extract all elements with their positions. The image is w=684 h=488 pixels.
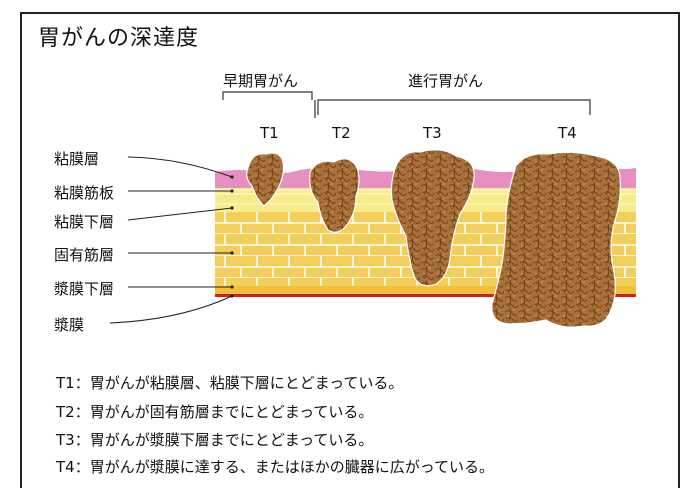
- layer-label-serosa: 漿膜: [54, 316, 85, 334]
- early-cancer-label: 早期胃がん: [223, 72, 299, 90]
- stage-label-t2: T2: [332, 124, 351, 142]
- legend-t1: T1：胃がんが粘膜層、粘膜下層にとどまっている。: [56, 374, 404, 392]
- tumor-t4: [491, 151, 621, 328]
- serosa-layer: [215, 294, 636, 297]
- leader-lines: [109, 156, 234, 324]
- tumor-t2: [309, 158, 360, 233]
- leader-submucosa: [127, 207, 233, 221]
- stage-label-t1: T1: [260, 124, 279, 142]
- advanced-cancer-bracket: [317, 99, 591, 115]
- stage-label-t4: T4: [558, 124, 577, 142]
- leader-mucosa: [127, 156, 233, 178]
- leader-serosa: [109, 295, 233, 324]
- early-cancer-bracket: [222, 91, 313, 100]
- tumor-t1: [246, 152, 285, 207]
- layer-label-subserosa: 漿膜下層: [54, 280, 115, 298]
- page-title: 胃がんの深達度: [38, 26, 200, 51]
- layer-label-mucosa: 粘膜層: [54, 150, 100, 168]
- stage-label-t3: T3: [423, 124, 442, 142]
- subserosa-layer: [215, 286, 636, 294]
- legend-t3: T3：胃がんが漿膜下層までにとどまっている。: [56, 431, 374, 449]
- layer-label-muscularis-mucosae: 粘膜筋板: [54, 184, 115, 202]
- advanced-cancer-label: 進行胃がん: [408, 72, 484, 90]
- legend-t4: T4：胃がんが漿膜に達する、またはほかの臓器に広がっている。: [56, 458, 494, 476]
- layer-label-submucosa: 粘膜下層: [54, 213, 115, 231]
- legend-t2: T2：胃がんが固有筋層までにとどまっている。: [56, 403, 374, 421]
- tumor-t3: [390, 149, 475, 287]
- layer-label-muscularis-propria: 固有筋層: [54, 246, 115, 264]
